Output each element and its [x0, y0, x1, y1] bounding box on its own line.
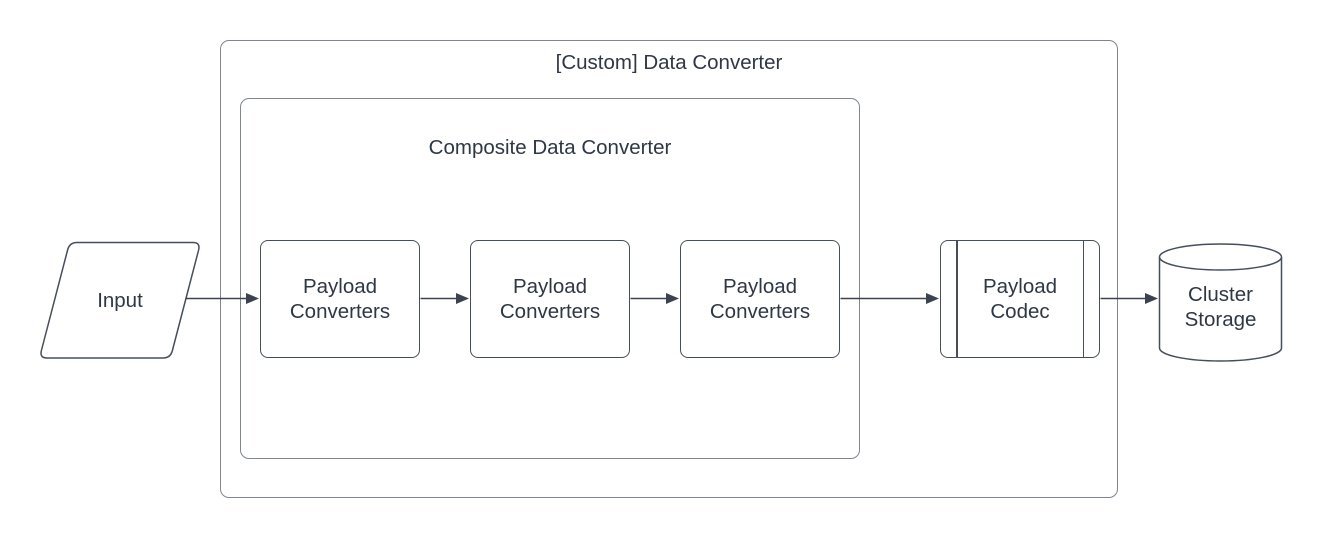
- node-payload-converters-1-label: Payload Converters: [289, 275, 391, 323]
- container-composite-data-converter: Composite Data Converter: [240, 98, 860, 459]
- node-payload-converters-3-label: Payload Converters: [709, 275, 811, 323]
- node-payload-converters-2-label: Payload Converters: [499, 275, 601, 323]
- container-composite-data-converter-label: Composite Data Converter: [428, 136, 672, 159]
- container-custom-data-converter-label: [Custom] Data Converter: [555, 51, 783, 74]
- node-payload-codec: Payload Codec: [940, 240, 1100, 358]
- node-payload-codec-label: Payload Codec: [982, 275, 1058, 323]
- node-cluster-storage-top: [1158, 243, 1283, 271]
- node-input-shape: [40, 241, 200, 359]
- node-payload-converters-3: Payload Converters: [680, 240, 840, 358]
- container-custom-data-converter: [Custom] Data Converter: [220, 40, 1118, 498]
- node-cluster-storage-body: [1158, 257, 1283, 362]
- node-payload-converters-2: Payload Converters: [470, 240, 630, 358]
- node-payload-converters-1: Payload Converters: [260, 240, 420, 358]
- node-payload-codec-right-bar: [1082, 241, 1084, 357]
- node-payload-codec-left-bar: [956, 241, 958, 357]
